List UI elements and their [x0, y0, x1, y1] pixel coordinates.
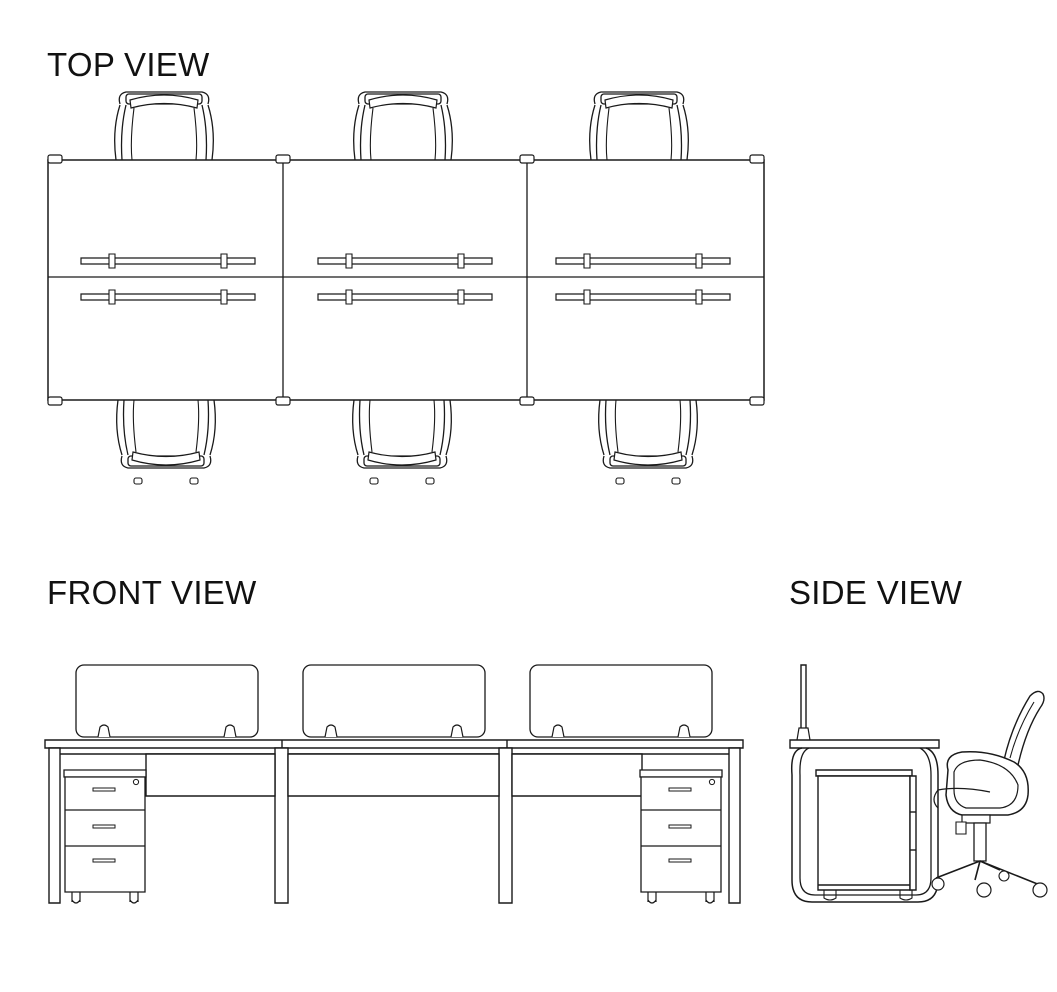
office-chair-side: [932, 691, 1047, 897]
chair-top-3: [588, 91, 690, 161]
side-view-label: SIDE VIEW: [789, 574, 963, 611]
front-view-label: FRONT VIEW: [47, 574, 257, 611]
chair-bottom-1: [115, 399, 217, 469]
chair-top-2: [352, 91, 454, 161]
chair-bottom-3: [597, 399, 699, 469]
screen-3: [529, 664, 713, 738]
chair-top-1: [113, 91, 215, 161]
screen-2: [302, 664, 486, 738]
top-view-label: TOP VIEW: [47, 46, 210, 83]
front-view: [45, 664, 743, 904]
pedestal-right: [639, 769, 723, 904]
pedestal-left: [63, 769, 147, 904]
chair-bottom-2: [351, 399, 453, 469]
desk-side-top: [790, 740, 939, 748]
desk-top-surface: [48, 160, 764, 400]
screen-1: [75, 664, 259, 738]
desk-front-top: [45, 740, 743, 748]
top-view: [48, 91, 764, 484]
side-view: [790, 665, 1047, 902]
